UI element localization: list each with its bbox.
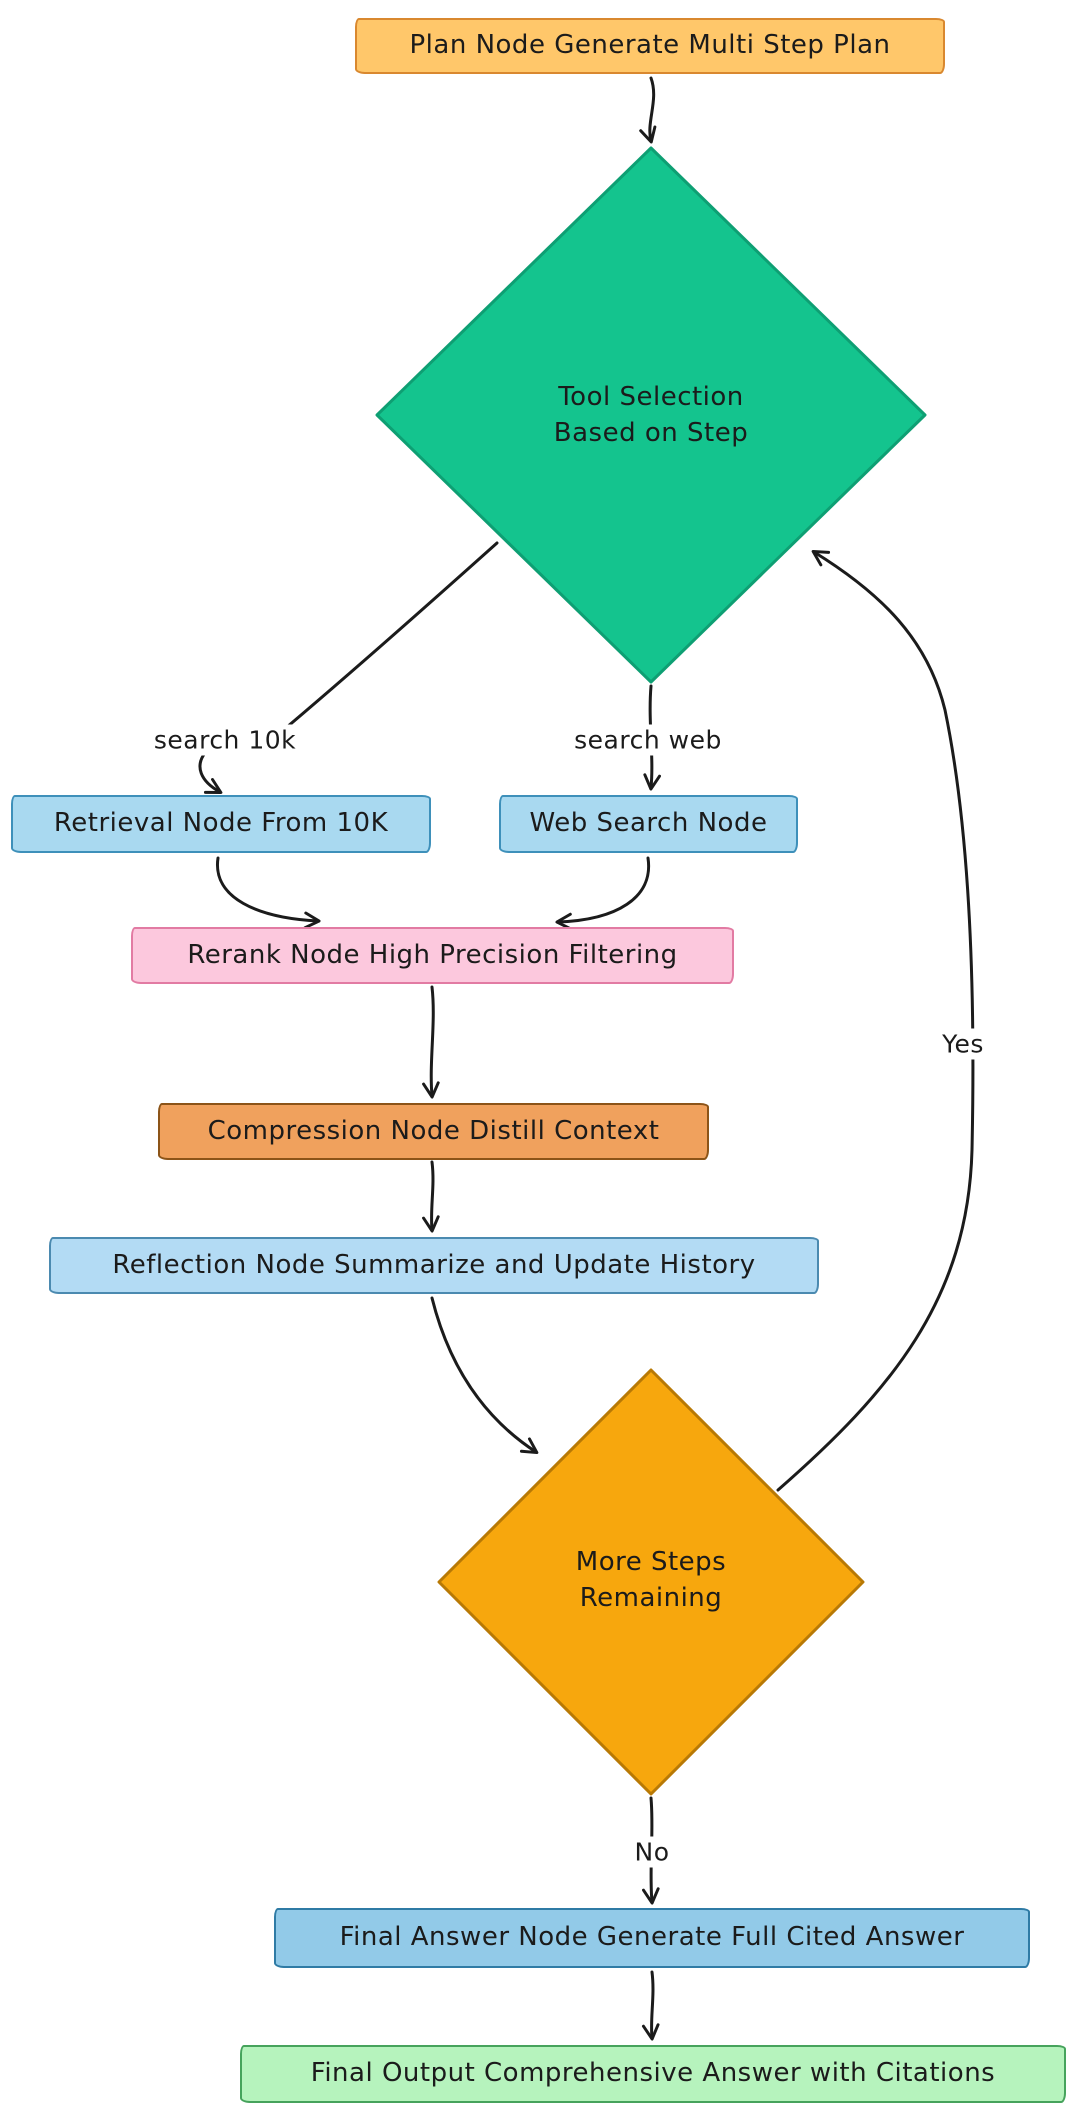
node-retrieval-label: Retrieval Node From 10K: [53, 808, 389, 839]
edge-label-search-10k: search 10k: [147, 724, 303, 756]
node-reflection-label: Reflection Node Summarize and Update His…: [112, 1249, 756, 1280]
node-final-answer: Final Answer Node Generate Full Cited An…: [274, 1908, 1030, 1968]
node-final-output: Final Output Comprehensive Answer with C…: [240, 2045, 1066, 2103]
edge-label-yes: Yes: [936, 1028, 990, 1060]
node-retrieval: Retrieval Node From 10K: [11, 795, 431, 853]
node-compression: Compression Node Distill Context: [158, 1103, 709, 1160]
edge-reflection-to-more-steps: [430, 1296, 539, 1455]
node-final-output-label: Final Output Comprehensive Answer with C…: [310, 2058, 996, 2089]
edge-final-answer-to-final-output: [641, 1970, 660, 2041]
edge-web-search-to-rerank: [555, 856, 651, 931]
edge-plan-to-tool-selection: [639, 76, 657, 144]
node-web-search-label: Web Search Node: [529, 808, 768, 839]
node-more-steps-diamond: [437, 1368, 865, 1796]
edge-label-search-web: search web: [568, 724, 728, 756]
node-compression-label: Compression Node Distill Context: [207, 1115, 660, 1146]
node-final-answer-label: Final Answer Node Generate Full Cited An…: [339, 1922, 965, 1953]
edge-rerank-to-compression: [422, 985, 440, 1099]
node-reflection: Reflection Node Summarize and Update His…: [49, 1237, 819, 1294]
edge-retrieval-to-rerank: [216, 856, 321, 930]
node-web-search: Web Search Node: [499, 795, 798, 853]
edge-tool-selection-to-retrieval-hook: [198, 751, 223, 794]
edge-more-steps-yes-to-tool-selection: [776, 549, 975, 1492]
edge-tool-selection-to-retrieval-line: [260, 541, 499, 750]
node-rerank: Rerank Node High Precision Filtering: [131, 927, 734, 984]
node-plan: Plan Node Generate Multi Step Plan: [355, 18, 945, 74]
edge-label-no: No: [628, 1836, 676, 1868]
edge-compression-to-reflection: [422, 1160, 440, 1233]
node-plan-label: Plan Node Generate Multi Step Plan: [409, 30, 891, 61]
node-rerank-label: Rerank Node High Precision Filtering: [187, 939, 678, 970]
node-tool-selection-diamond: [375, 146, 927, 684]
